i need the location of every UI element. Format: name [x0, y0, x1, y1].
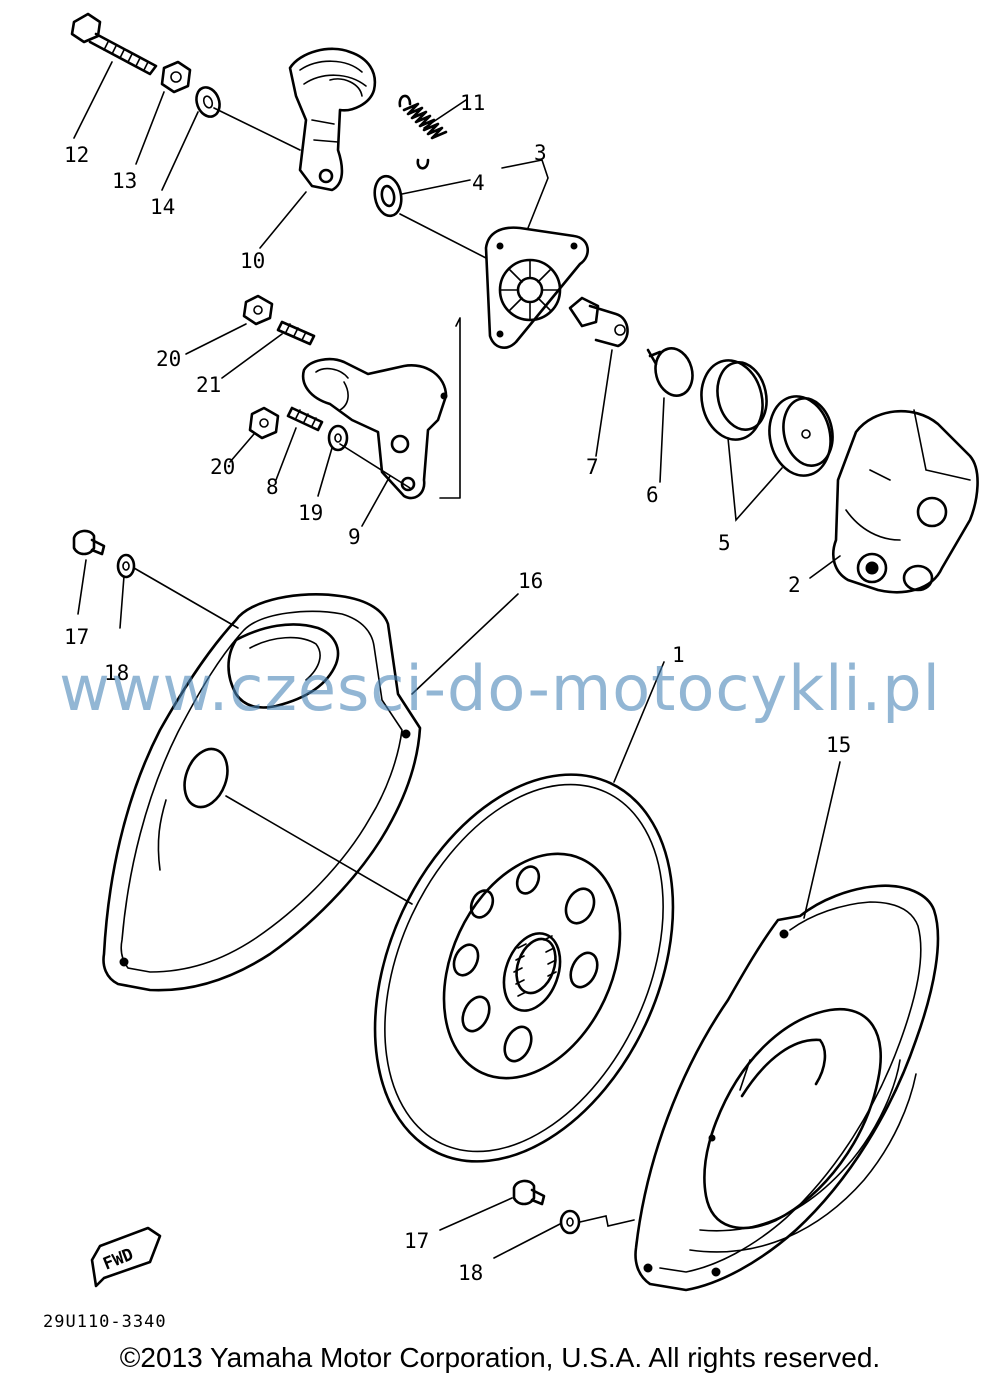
part-1-brake-disc[interactable] [316, 726, 731, 1209]
part-5-pistons[interactable] [694, 355, 838, 482]
callout-4: 4 [472, 171, 485, 195]
part-2-caliper-body[interactable] [832, 409, 979, 594]
callout-19: 19 [298, 501, 323, 525]
callout-18-upper: 18 [104, 661, 129, 685]
part-4-seal[interactable] [372, 174, 405, 218]
callout-5: 5 [718, 531, 731, 555]
callout-21: 21 [196, 373, 221, 397]
callout-7: 7 [586, 455, 599, 479]
fwd-label: FWD [100, 1245, 136, 1275]
callout-8: 8 [266, 475, 279, 499]
callout-1: 1 [672, 643, 685, 667]
callout-10: 10 [240, 249, 265, 273]
part-21-stud[interactable] [276, 320, 316, 346]
forward-direction-arrow: FWD [90, 1226, 162, 1288]
part-16-disc-cover[interactable] [102, 592, 422, 992]
callout-13: 13 [112, 169, 137, 193]
callout-20-upper: 20 [156, 347, 181, 371]
callout-14: 14 [150, 195, 175, 219]
part-17-bolt-upper[interactable] [72, 529, 106, 556]
callout-labels: 12 13 14 10 11 3 4 20 21 20 8 19 9 7 6 5… [64, 91, 851, 1285]
part-6-plunger[interactable] [646, 344, 698, 400]
part-14-washer[interactable] [193, 84, 224, 120]
part-12-bolt[interactable] [70, 12, 158, 76]
part-11-spring[interactable] [398, 94, 448, 170]
callout-12: 12 [64, 143, 89, 167]
part-3-brake-pad-assembly[interactable] [484, 226, 589, 349]
part-7-bleed-screw[interactable] [568, 296, 629, 348]
part-13-nut[interactable] [160, 60, 192, 94]
part-18-washer-lower[interactable] [559, 1209, 581, 1235]
part-8-stud[interactable] [286, 406, 324, 432]
drawing-code: 29U110-3340 [43, 1312, 167, 1332]
callout-6: 6 [646, 483, 659, 507]
part-19-washer[interactable] [327, 424, 349, 452]
part-20-nut-lower[interactable] [248, 406, 280, 440]
callout-2: 2 [788, 573, 801, 597]
part-9-caliper-bracket[interactable] [301, 357, 448, 500]
part-15-disc-guard[interactable] [634, 884, 940, 1292]
part-18-washer-upper[interactable] [116, 553, 136, 579]
callout-16: 16 [518, 569, 543, 593]
part-20-nut-upper[interactable] [242, 294, 274, 326]
callout-20-lower: 20 [210, 455, 235, 479]
callout-17-upper: 17 [64, 625, 89, 649]
leader-lines [73, 61, 841, 1259]
callout-15: 15 [826, 733, 851, 757]
part-10-brake-lever[interactable] [288, 47, 377, 192]
callout-3: 3 [534, 141, 547, 165]
callout-18-lower: 18 [458, 1261, 483, 1285]
callout-11: 11 [460, 91, 485, 115]
callout-17-lower: 17 [404, 1229, 429, 1253]
copyright-notice: ©2013 Yamaha Motor Corporation, U.S.A. A… [119, 1342, 881, 1373]
callout-9: 9 [348, 525, 361, 549]
part-17-bolt-lower[interactable] [512, 1179, 546, 1206]
